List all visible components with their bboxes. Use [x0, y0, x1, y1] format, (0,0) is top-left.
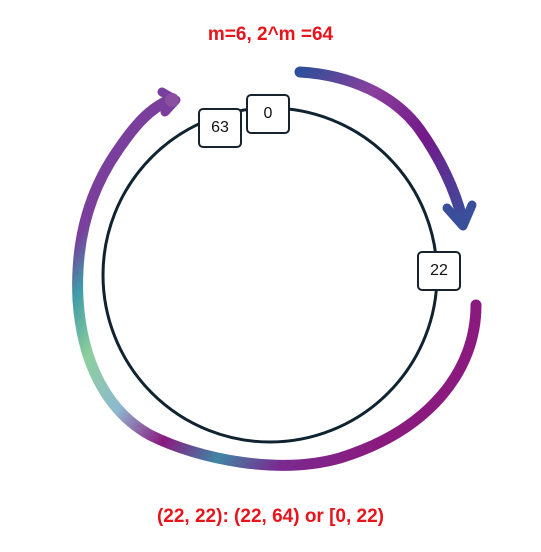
hash-ring	[101, 106, 439, 444]
ring-node-63: 63	[198, 108, 242, 148]
arrow-0-to-22	[294, 66, 477, 231]
ring-node-22: 22	[417, 251, 461, 291]
ring-node-0: 0	[246, 94, 290, 134]
diagram-title: m=6, 2^m =64	[207, 24, 334, 45]
interval-caption: (22, 22): (22, 64) or [0, 22)	[156, 506, 385, 527]
arrow-22-to-63	[72, 87, 482, 471]
